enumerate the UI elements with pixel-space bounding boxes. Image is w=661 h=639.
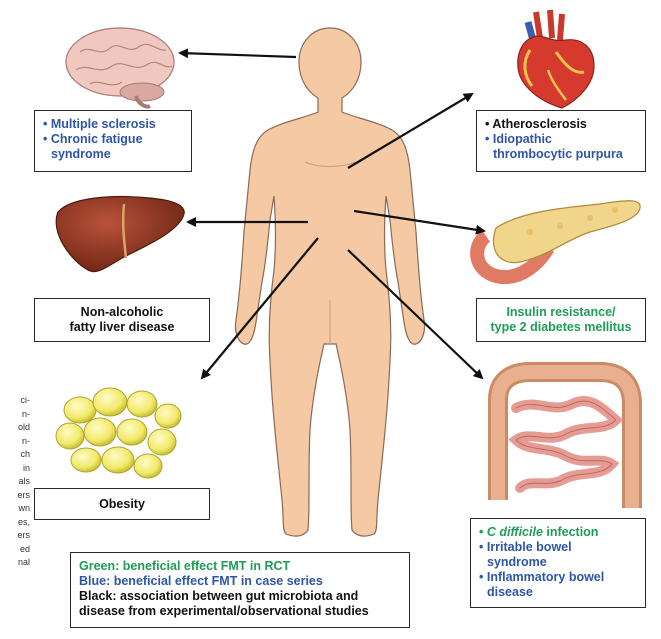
- legend-box: Green: beneficial effect FMT in RCT Blue…: [70, 552, 410, 628]
- heart-diseases-box: • Atherosclerosis • Idiopathic thrombocy…: [476, 110, 646, 172]
- brain-disease-2-cont: syndrome: [51, 147, 111, 161]
- gut-disease-2: • Irritable bowel: [479, 540, 572, 554]
- pancreas-disease-line-2: type 2 diabetes mellitus: [490, 320, 632, 334]
- obesity-label: Obesity: [99, 497, 145, 511]
- human-body-figure: [234, 27, 426, 537]
- brain-disease-1: • Multiple sclerosis: [43, 117, 156, 131]
- legend-black-2: disease from experimental/observational …: [79, 604, 369, 618]
- arrow-to-heart: [347, 92, 474, 169]
- liver-disease-line-2: fatty liver disease: [69, 320, 175, 334]
- pancreas-illustration: [470, 200, 641, 285]
- liver-illustration: [55, 195, 185, 273]
- gut-disease-1: • C difficile infection: [479, 525, 599, 539]
- pancreas-disease-box: Insulin resistance/ type 2 diabetes mell…: [476, 298, 646, 342]
- legend-blue: Blue: beneficial effect FMT in case seri…: [79, 574, 323, 588]
- intestines-illustration: [488, 362, 642, 508]
- arrows: [178, 48, 486, 380]
- obesity-box: Obesity: [34, 488, 210, 520]
- arrow-to-brain: [178, 48, 297, 59]
- brain-diseases-box: • Multiple sclerosis • Chronic fatigue s…: [34, 110, 192, 172]
- heart-disease-1: • Atherosclerosis: [485, 117, 587, 131]
- arrow-to-intestines: [347, 249, 484, 380]
- heart-disease-2: • Idiopathic: [485, 132, 552, 146]
- margin-caption-fragment: ci- n- old n- ch in als ers wn es, ers e…: [17, 395, 30, 567]
- brain-disease-2: • Chronic fatigue: [43, 132, 143, 146]
- liver-disease-box: Non-alcoholic fatty liver disease: [34, 298, 210, 342]
- gut-diseases-box: • C difficile infection • Irritable bowe…: [470, 518, 646, 608]
- arrow-to-pancreas: [353, 209, 486, 235]
- gut-disease-2-cont: syndrome: [487, 555, 547, 569]
- gut-disease-3-cont: disease: [487, 585, 533, 599]
- heart-illustration: [517, 9, 595, 109]
- pancreas-disease-line-1: Insulin resistance/: [506, 305, 616, 319]
- legend-black-1: Black: association between gut microbiot…: [79, 589, 359, 603]
- liver-disease-line-1: Non-alcoholic: [80, 305, 164, 319]
- gut-disease-3: • Inflammatory bowel: [479, 570, 605, 584]
- fat-cells-illustration: [55, 387, 182, 479]
- heart-disease-2-cont: thrombocytic purpura: [493, 147, 623, 161]
- brain-illustration: [65, 27, 175, 109]
- arrow-to-fat: [200, 237, 319, 380]
- legend-green: Green: beneficial effect FMT in RCT: [79, 559, 291, 573]
